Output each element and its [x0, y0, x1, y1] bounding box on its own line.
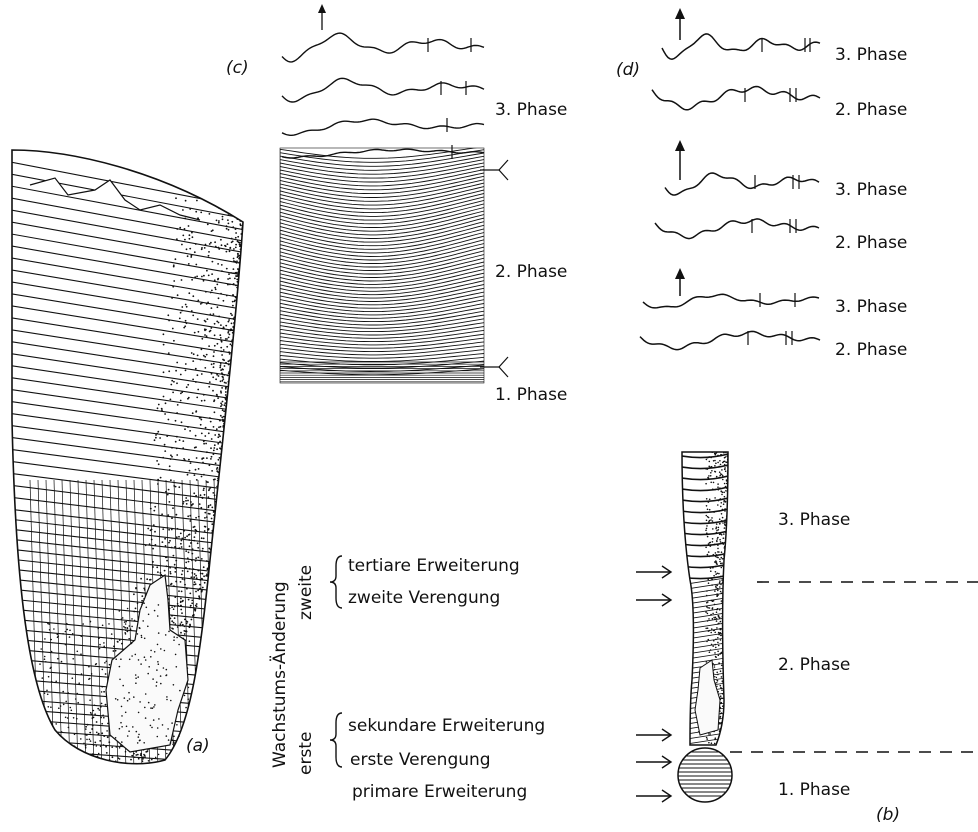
item-tertiary-expansion: tertiare Erweiterung [348, 556, 520, 576]
panel-label-b: (b) [876, 805, 900, 825]
panel-label-c: (c) [226, 58, 249, 78]
shell-a-mould-patch [106, 575, 188, 752]
b-phase2-label: 2. Phase [778, 655, 850, 675]
d-pair3-lower: 2. Phase [835, 340, 907, 360]
shell-b [636, 451, 978, 802]
c-phase1-label: 1. Phase [495, 385, 567, 405]
panel-label-a: (a) [186, 736, 210, 756]
shell-a [0, 149, 260, 785]
d-pair1-lower: 2. Phase [835, 100, 907, 120]
growth-change-title: Wachstums-Änderung [270, 581, 290, 768]
d-pair2-lower: 2. Phase [835, 233, 907, 253]
group-braces [330, 556, 342, 767]
growth-change-second: zweite [296, 565, 316, 620]
d-pair3-upper: 3. Phase [835, 297, 907, 317]
item-primary-expansion: primare Erweiterung [352, 782, 527, 802]
shell-b-mould-patch [695, 660, 720, 735]
c-phase3-label: 3. Phase [495, 100, 567, 120]
b-phase1-label: 1. Phase [778, 780, 850, 800]
item-second-constriction: zweite Verengung [348, 588, 500, 608]
d-pair1-upper: 3. Phase [835, 45, 907, 65]
growth-profiles-d [640, 8, 820, 350]
d-pair2-upper: 3. Phase [835, 180, 907, 200]
shell-a-broken-edge [30, 178, 200, 220]
item-first-constriction: erste Verengung [350, 750, 491, 770]
panel-label-d: (d) [616, 60, 640, 80]
b-phase3-label: 3. Phase [778, 510, 850, 530]
item-secondary-expansion: sekundare Erweiterung [348, 716, 545, 736]
growth-change-first: erste [296, 732, 316, 775]
c-phase2-label: 2. Phase [495, 262, 567, 282]
growth-lines-c [280, 4, 508, 383]
